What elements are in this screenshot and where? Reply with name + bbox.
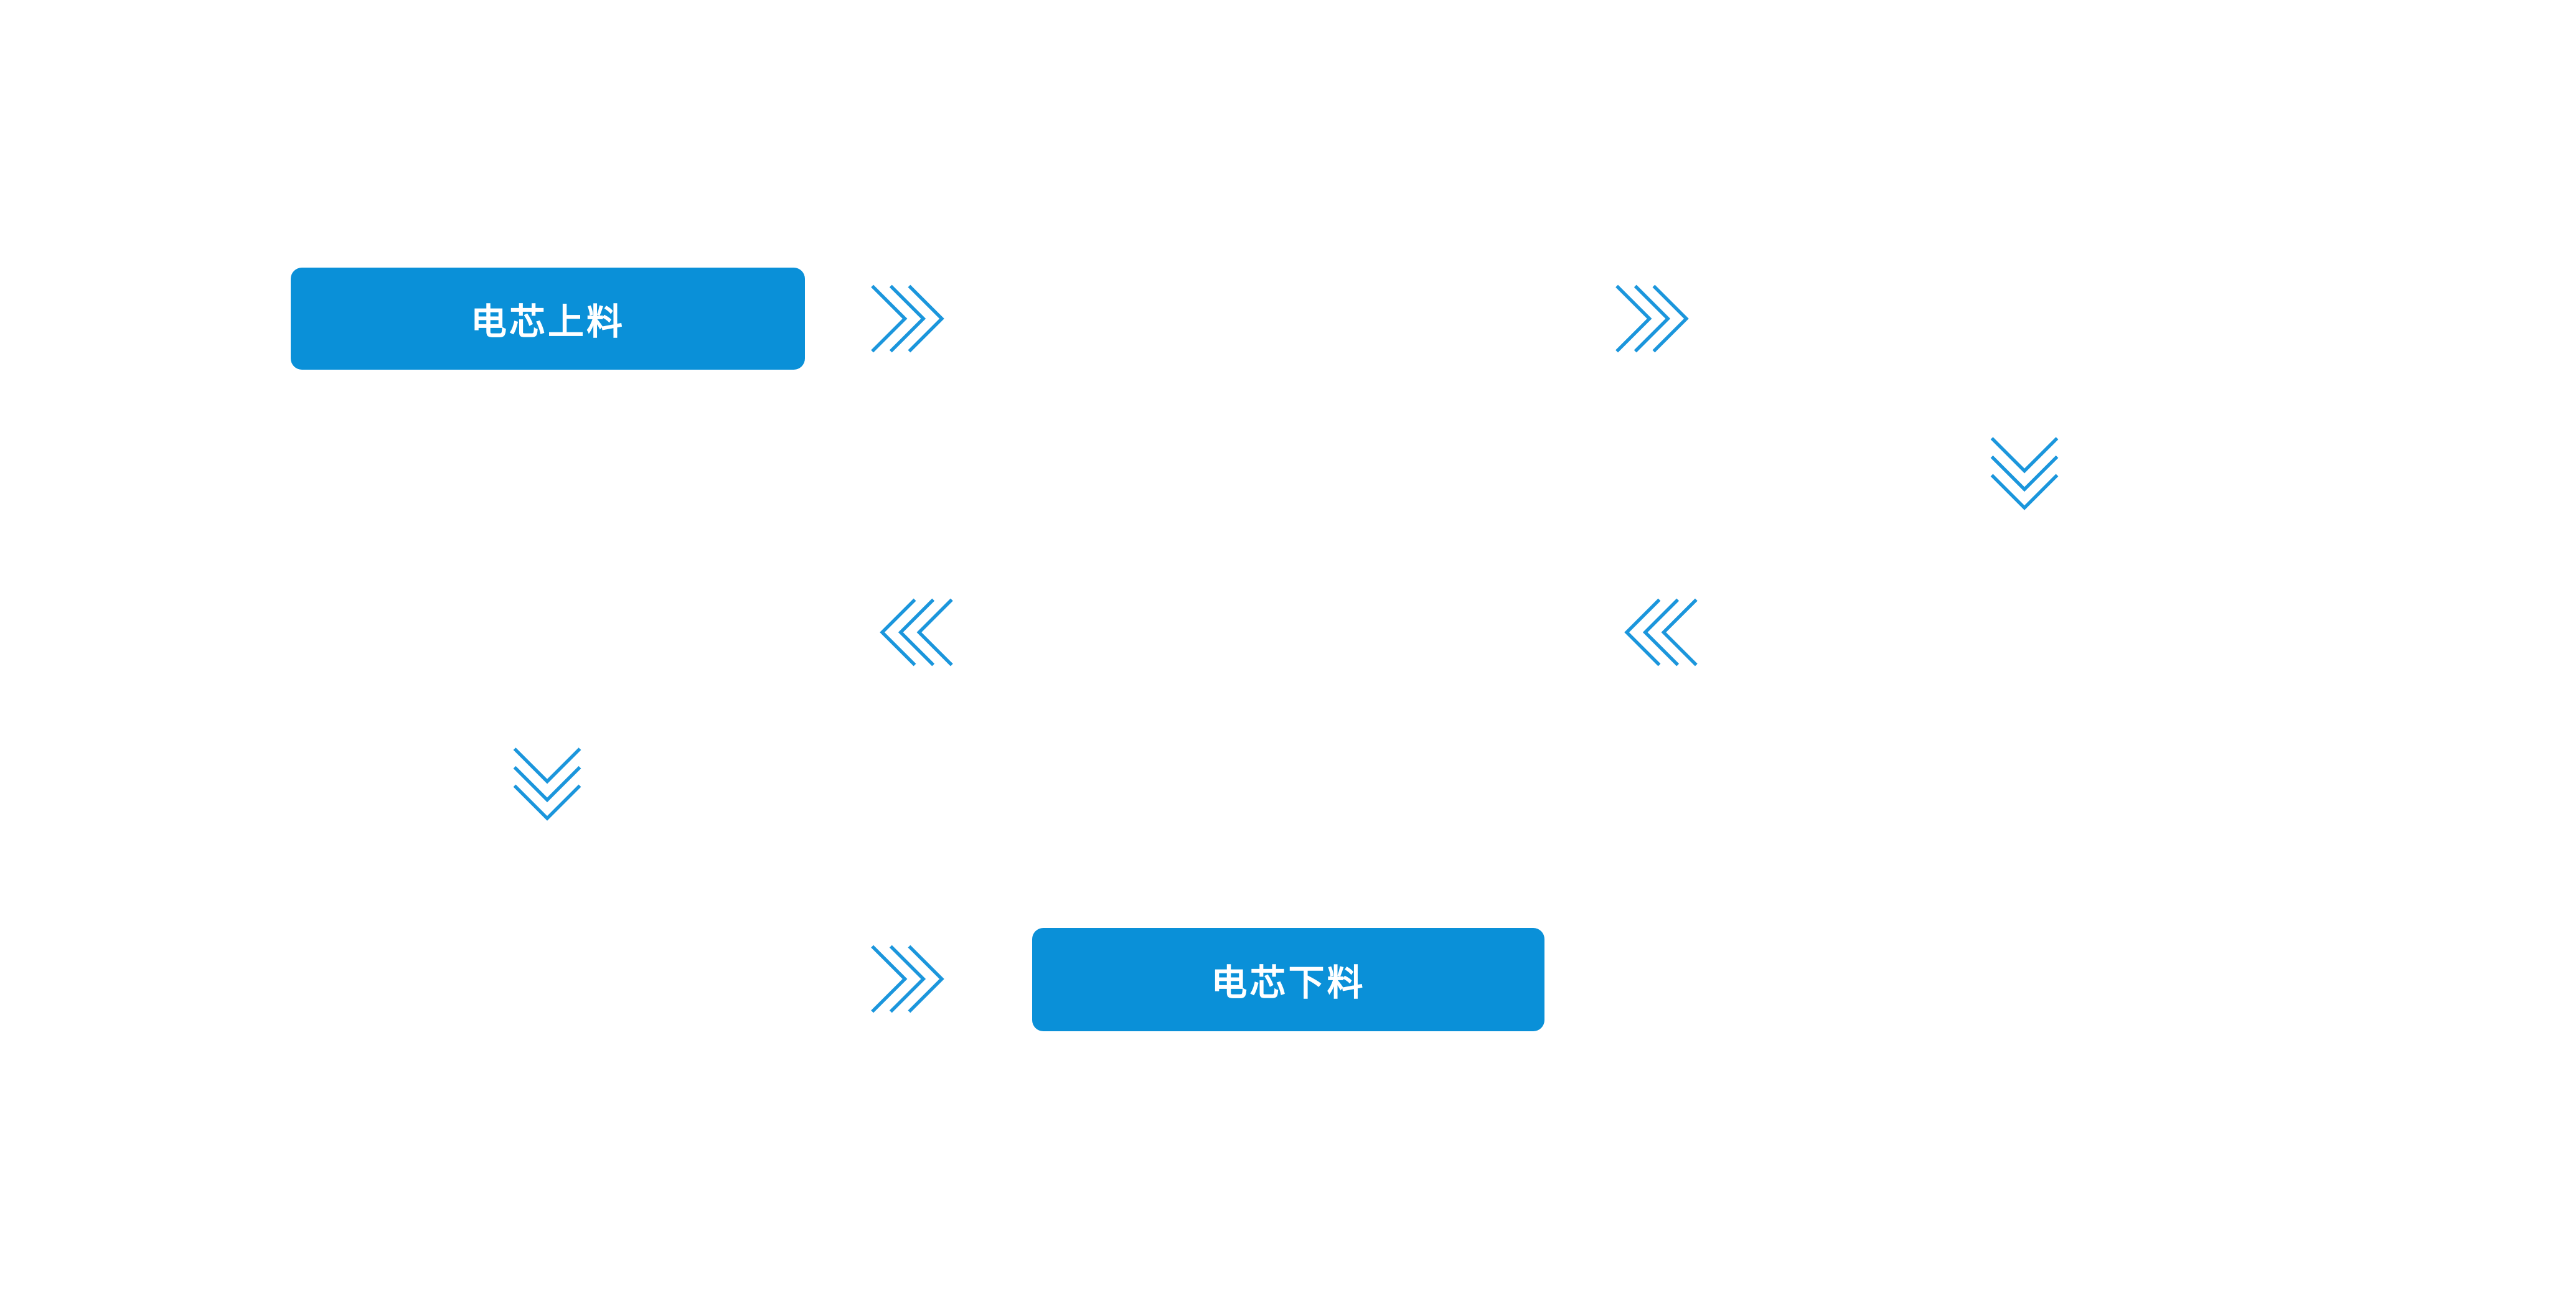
chevron-down-icon [1983,433,2066,523]
chevron-left-icon [867,591,957,673]
node-cell-loading: 电芯上料 [291,268,805,370]
chevron-right-icon [867,278,957,360]
chevron-right-icon [867,938,957,1020]
node-cell-unloading: 电芯下料 [1032,928,1544,1031]
node-cell-loading-label: 电芯上料 [470,301,625,343]
node-cell-unloading-label: 电芯下料 [1211,962,1366,1004]
chevron-down-icon [506,743,588,834]
chevron-left-icon [1611,591,1702,673]
chevron-right-icon [1611,278,1702,360]
